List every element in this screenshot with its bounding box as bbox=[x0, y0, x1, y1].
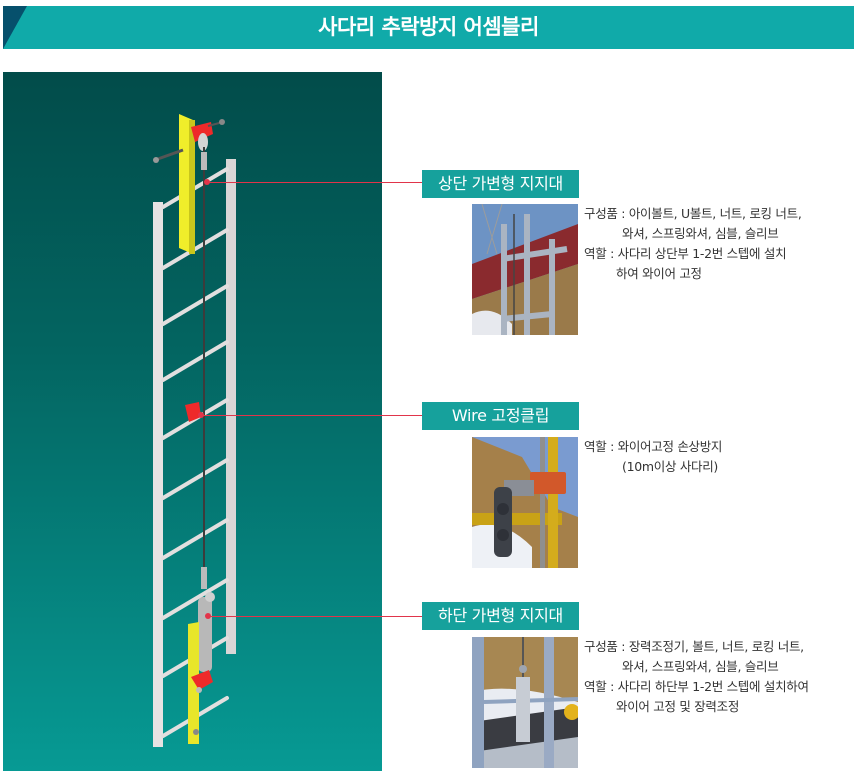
callout-line-clip bbox=[201, 415, 422, 416]
label-bottom-bracket: 하단 가변형 지지대 bbox=[422, 602, 579, 630]
desc-line: 역할 : 사다리 하단부 1-2번 스텝에 설치하여 bbox=[584, 679, 809, 694]
wire-clip-description: 역할 : 와이어고정 손상방지 (10m이상 사다리) bbox=[584, 437, 722, 477]
bottom-bracket-photo bbox=[472, 637, 578, 768]
desc-line: 와셔, 스프링와셔, 심블, 슬리브 bbox=[622, 226, 779, 241]
ladder-illustration bbox=[153, 114, 236, 747]
bottom-red-plate bbox=[191, 670, 213, 690]
callout-line-bottom bbox=[208, 616, 422, 617]
desc-line: 구성품 : 장력조정기, 볼트, 너트, 로킹 너트, bbox=[584, 639, 804, 654]
ladder-diagram bbox=[3, 72, 382, 771]
desc-line: 하여 와이어 고정 bbox=[616, 266, 702, 281]
wire-clip-photo bbox=[472, 437, 578, 568]
ladder-right-rail bbox=[226, 159, 236, 654]
label-wire-clip: Wire 고정클립 bbox=[422, 402, 579, 430]
desc-line: 와셔, 스프링와셔, 심블, 슬리브 bbox=[622, 659, 779, 674]
bottom-bracket bbox=[188, 622, 199, 744]
page-title: 사다리 추락방지 어셈블리 bbox=[318, 15, 539, 39]
label-top-bracket: 상단 가변형 지지대 bbox=[422, 170, 579, 198]
desc-line: 역할 : 와이어고정 손상방지 bbox=[584, 439, 723, 454]
desc-line: 와이어 고정 및 장력조정 bbox=[616, 699, 740, 714]
tensioner bbox=[198, 597, 212, 672]
top-bracket-description: 구성품 : 아이볼트, U볼트, 너트, 로킹 너트, 와셔, 스프링와셔, 심… bbox=[584, 204, 802, 284]
desc-line: 역할 : 사다리 상단부 1-2번 스텝에 설치 bbox=[584, 246, 787, 261]
bottom-bracket-description: 구성품 : 장력조정기, 볼트, 너트, 로킹 너트, 와셔, 스프링와셔, 심… bbox=[584, 637, 809, 717]
callout-line-top bbox=[207, 182, 422, 183]
title-banner: 사다리 추락방지 어셈블리 bbox=[3, 6, 854, 49]
banner-corner-accent bbox=[3, 6, 27, 49]
desc-line: 구성품 : 아이볼트, U볼트, 너트, 로킹 너트, bbox=[584, 206, 802, 221]
wire-clip bbox=[185, 402, 201, 422]
top-red-plate bbox=[191, 122, 213, 142]
ladder-left-rail bbox=[153, 202, 163, 747]
desc-line: (10m이상 사다리) bbox=[622, 459, 719, 474]
top-bracket-photo bbox=[472, 204, 578, 335]
